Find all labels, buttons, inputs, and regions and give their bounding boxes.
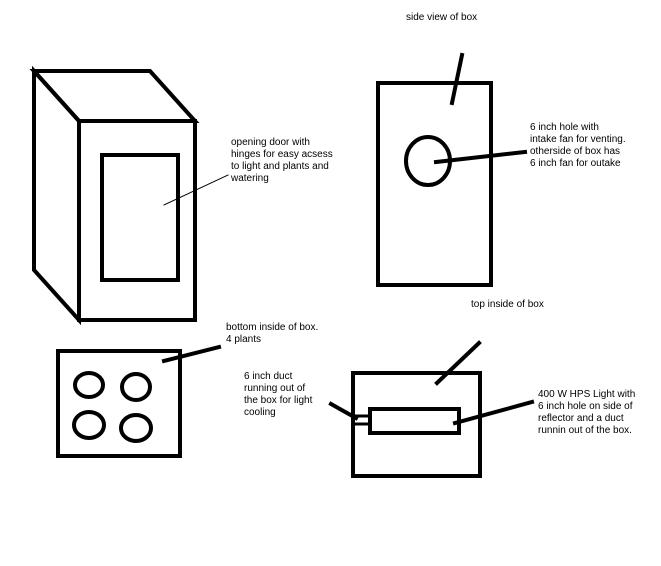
- plant-pot-1: [73, 371, 105, 399]
- door-annotation: opening door with hinges for easy acsess…: [231, 137, 333, 184]
- plant-pot-3: [72, 410, 106, 440]
- side-view-pointer-line: [449, 52, 465, 106]
- box-left-face: [32, 65, 81, 326]
- hps-light-fixture: [368, 407, 461, 435]
- side-view-drawing: [376, 52, 528, 287]
- top-inside-drawing: [328, 340, 535, 478]
- plant-pot-4: [119, 413, 153, 443]
- door-pointer-line: [163, 174, 229, 206]
- plant-pot-2: [120, 372, 152, 402]
- top-pointer-line: [434, 340, 482, 386]
- box-front-face: [77, 119, 197, 322]
- top-inside-title: top inside of box: [471, 299, 544, 310]
- side-view-title: side view of box: [406, 12, 478, 23]
- box-door: [100, 153, 180, 282]
- bottom-box: [56, 349, 182, 458]
- light-annotation: 400 W HPS Light with 6 inch hole on side…: [538, 389, 636, 436]
- box-3d-drawing: [29, 65, 229, 326]
- light-pointer-line: [452, 399, 535, 426]
- side-view-box: [376, 81, 493, 287]
- duct-annotation: 6 inch duct running out of the box for l…: [244, 371, 313, 418]
- bottom-inside-annotation: bottom inside of box. 4 plants: [226, 322, 319, 345]
- bottom-inside-drawing: [56, 344, 222, 458]
- duct-pointer-line: [328, 401, 359, 421]
- hole-pointer-line: [433, 149, 528, 165]
- bottom-pointer-line: [161, 344, 222, 364]
- vent-hole-annotation: 6 inch hole with intake fan for venting.…: [530, 122, 626, 169]
